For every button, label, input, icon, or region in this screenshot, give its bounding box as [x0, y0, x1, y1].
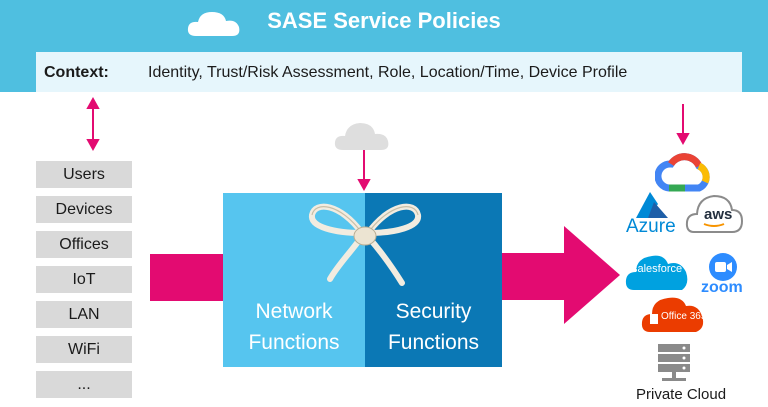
office365-cloud-icon: [641, 297, 704, 332]
google-cloud-icon: [655, 153, 710, 192]
server-rack-icon: [658, 344, 690, 381]
azure-logo-icon: [636, 192, 668, 218]
network-label-line1: Network: [255, 300, 333, 323]
office365-label: Office 365: [661, 311, 707, 322]
source-iot: IoT: [36, 266, 132, 293]
context-label: Context:: [44, 64, 109, 81]
outbound-arrow: [502, 226, 620, 324]
cloud-icon: [187, 12, 240, 36]
source-users: Users: [36, 161, 132, 188]
source-devices: Devices: [36, 196, 132, 223]
aws-cloud-icon: [685, 194, 744, 233]
left-double-arrow: [86, 96, 100, 152]
inbound-arrow: [150, 254, 223, 301]
network-label-line2: Functions: [248, 331, 340, 354]
security-functions-panel: Security Functions: [365, 193, 502, 367]
salesforce-cloud-icon: [625, 255, 688, 290]
right-down-arrow: [676, 104, 690, 146]
private-cloud-label: Private Cloud: [636, 386, 727, 403]
source-more: ...: [36, 371, 132, 398]
zoom-label: zoom: [701, 279, 743, 296]
context-bar: [36, 52, 742, 92]
context-text: Identity, Trust/Risk Assessment, Role, L…: [148, 64, 628, 81]
aws-label: aws: [704, 206, 733, 223]
salesforce-label: salesforce: [632, 263, 683, 275]
security-label-line2: Functions: [387, 331, 480, 354]
source-wifi: WiFi: [36, 336, 132, 363]
azure-label: Azure: [626, 216, 676, 237]
security-label-line1: Security: [395, 300, 472, 323]
zoom-video-icon: [709, 253, 737, 281]
source-lan: LAN: [36, 301, 132, 328]
source-offices: Offices: [36, 231, 132, 258]
middle-down-arrow: [357, 150, 371, 192]
small-cloud-icon: [334, 123, 389, 150]
network-functions-panel: Network Functions: [223, 193, 365, 367]
rope-knot-icon: [309, 203, 421, 286]
page-title: SASE Service Policies: [267, 8, 501, 33]
